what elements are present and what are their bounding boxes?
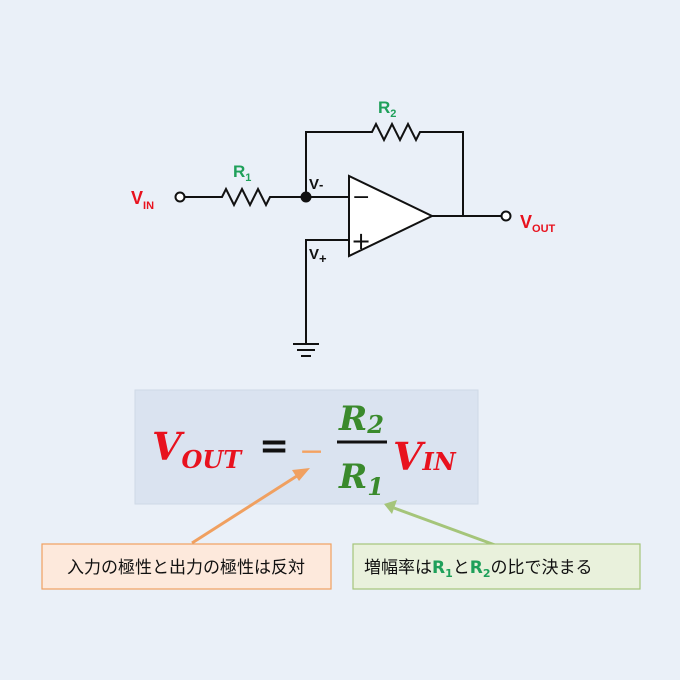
vplus-label: V+ [309, 246, 327, 266]
gain-note-text: 増幅率はR1とR2の比で決まる [364, 558, 593, 580]
r2-label: R2 [378, 98, 396, 120]
vplus-wire [305, 239, 349, 344]
gain-arrow [384, 500, 496, 547]
formula-box [134, 389, 479, 505]
op-amp-inverting-symbol: − [352, 185, 370, 210]
circuit [174, 121, 512, 357]
formula-vin: VIN [393, 434, 457, 479]
op-amp-triangle [348, 174, 435, 258]
formula-minus: − [299, 434, 324, 469]
vin-terminal [174, 191, 186, 203]
r1-resistor [214, 186, 279, 208]
feedback-wire-left [305, 131, 364, 197]
r2-resistor [364, 121, 428, 143]
feedback-wire-right [428, 131, 464, 216]
vminus-label: V- [309, 176, 323, 193]
formula-vout: VOUT [152, 424, 243, 474]
polarity-arrow [191, 468, 310, 545]
vout-label: VOUT [520, 212, 556, 235]
gain-note-box [352, 543, 641, 590]
polarity-note-box [41, 543, 332, 590]
formula-numerator: R2 [338, 399, 384, 439]
formula: VOUT = − R2 R1 VIN [152, 399, 457, 501]
ground-icon [293, 343, 319, 357]
r1-label: R1 [233, 162, 251, 184]
formula-equals: = [259, 425, 289, 467]
op-amp-noninverting-symbol: + [351, 227, 371, 255]
formula-denominator: R1 [338, 457, 384, 501]
polarity-note-text: 入力の極性と出力の極性は反対 [67, 558, 305, 578]
vin-label: VIN [131, 188, 154, 212]
vout-terminal [500, 210, 512, 222]
